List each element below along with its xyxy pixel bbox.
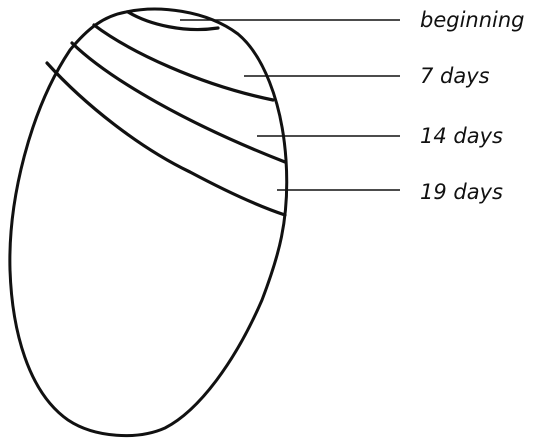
label-beginning: beginning [420,8,525,32]
band-7-days [94,25,273,100]
label-19-days: 19 days [420,180,503,204]
label-7-days: 7 days [420,64,490,88]
egg-outline [10,9,287,435]
label-14-days: 14 days [420,124,503,148]
band-14-days [72,43,285,162]
band-19-days [47,63,285,215]
